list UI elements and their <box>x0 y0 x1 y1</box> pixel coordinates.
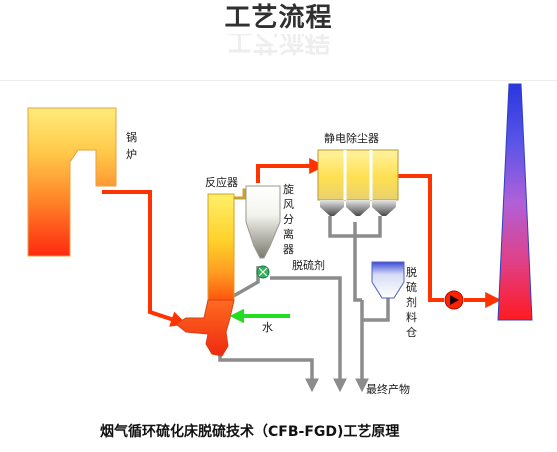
silo-label-3: 剂 <box>406 295 417 309</box>
boiler: 锅 炉 <box>27 107 137 257</box>
cyclone-label-2: 风 <box>283 198 294 211</box>
silo-body <box>371 261 405 299</box>
cyclone-separator: 旋 风 分 离 器 <box>245 182 294 279</box>
silo-label-2: 硫 <box>406 280 417 294</box>
cyclone-to-esp-line <box>256 158 326 183</box>
fan-symbol <box>450 295 459 305</box>
diagram-caption: 烟气循环硫化床脱硫技术（CFB-FGD)工艺原理 <box>100 423 399 440</box>
chimney-stack <box>497 83 533 321</box>
cyclone-label-1: 旋 <box>283 182 294 196</box>
silo-label-1: 脱 <box>406 265 417 279</box>
esp-label: 静电除尘器 <box>324 131 379 145</box>
boiler-body <box>27 107 117 257</box>
electrostatic-precipitator: 静电除尘器 <box>317 131 399 216</box>
sorbent-label: 脱硫剂 <box>292 258 325 272</box>
esp-hopper-1 <box>320 200 344 216</box>
reactor: 反应器 <box>175 175 248 357</box>
esp-body <box>317 149 399 201</box>
boiler-label-1: 锅 <box>126 131 137 144</box>
divider <box>0 80 557 81</box>
process-diagram: 锅 炉 反应器 旋 风 分 离 器 静电除尘器 脱 硫 剂 料 <box>27 83 533 440</box>
page-title: 工艺流程 <box>224 3 333 33</box>
cyclone-body <box>245 185 281 259</box>
reactor-venturi <box>175 299 235 357</box>
silo-feed-line <box>362 298 390 322</box>
product-label: 最终产物 <box>366 382 410 396</box>
reactor-tower <box>207 193 235 301</box>
fan <box>444 290 464 310</box>
boiler-outlet-line <box>102 190 187 327</box>
boiler-label-2: 炉 <box>126 148 137 161</box>
sorbent-silo: 脱 硫 剂 料 仓 <box>371 261 417 339</box>
esp-hopper-2 <box>346 200 370 216</box>
reactor-label: 反应器 <box>205 175 238 189</box>
water-label: 水 <box>262 321 273 334</box>
esp-hopper-3 <box>372 200 396 216</box>
silo-label-5: 仓 <box>406 325 417 339</box>
reactor-drain-arrow <box>218 340 319 393</box>
water-inlet: 水 <box>229 308 290 334</box>
esp-to-fan-line <box>398 174 444 302</box>
cyclone-valve <box>256 265 270 279</box>
stack-body <box>497 83 533 321</box>
recycle-sorbent-line <box>270 276 342 352</box>
silo-label-4: 料 <box>406 310 417 324</box>
cyclone-label-4: 离 <box>283 227 294 241</box>
flue-gas-lines <box>102 158 502 327</box>
cyclone-label-5: 器 <box>283 243 294 256</box>
cyclone-label-3: 分 <box>283 213 294 226</box>
page-title-reflection: 工艺流程 <box>226 34 331 56</box>
recycle-lines <box>218 216 390 393</box>
esp-down-line <box>353 236 362 302</box>
